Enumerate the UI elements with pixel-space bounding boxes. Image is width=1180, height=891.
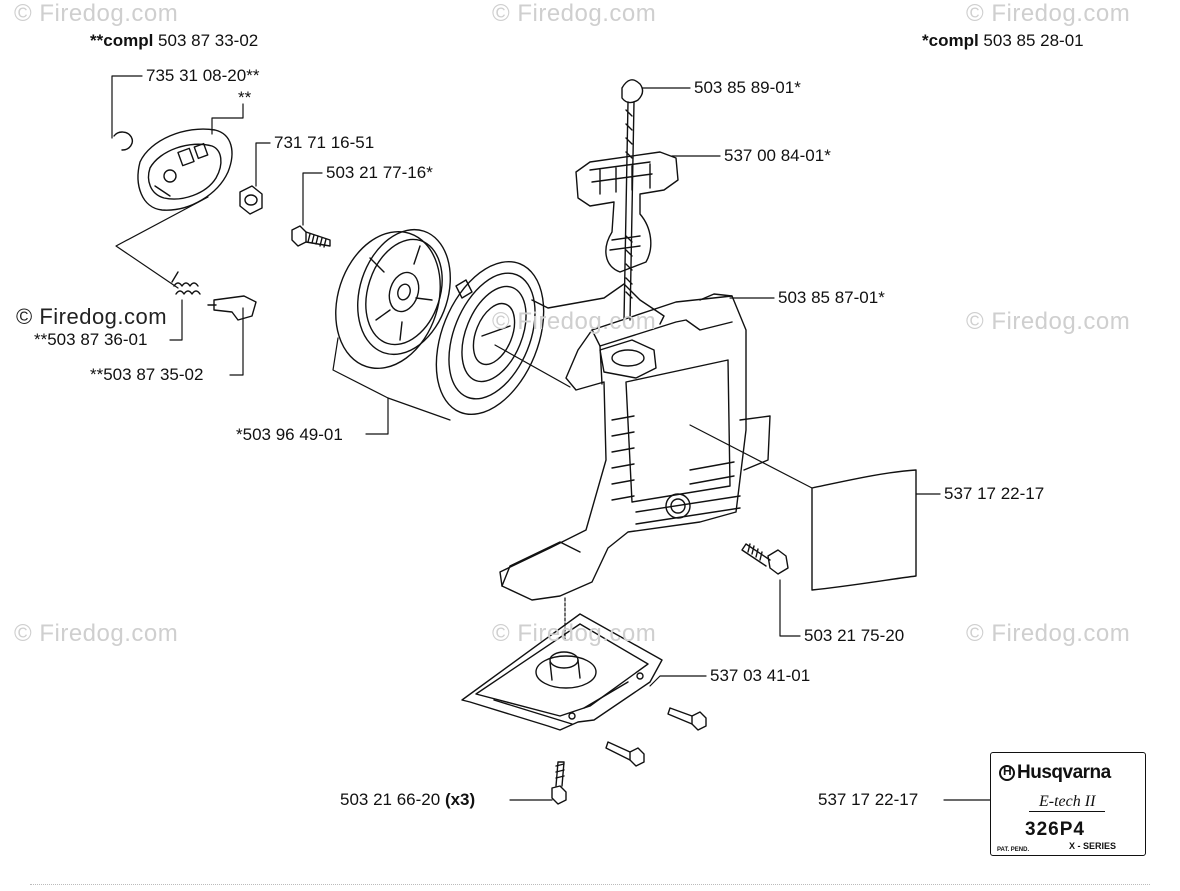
pawl-plate-assembly — [113, 128, 233, 211]
leader-lines — [111, 75, 993, 801]
spring-and-pawl — [171, 271, 257, 321]
screw-icon — [741, 543, 789, 575]
decal-patent: PAT. PEND. — [997, 847, 1030, 853]
leader-5032177 — [302, 172, 323, 226]
starter-housing — [499, 283, 771, 601]
watermark: © Firedog.com — [966, 620, 1131, 647]
nut-icon — [239, 185, 263, 215]
part-label-5370341: 537 03 41-01 — [710, 666, 811, 685]
part-label-5371722-decal: 537 17 22-17 — [818, 790, 919, 809]
rope-guide — [599, 339, 657, 379]
leader-compl-left — [115, 196, 209, 289]
leader-8736 — [169, 299, 183, 341]
quantity: (x3) — [444, 790, 476, 809]
part-label-5039649: *503 96 49-01 — [236, 425, 343, 444]
decal-brand-text: Husqvarna — [1017, 762, 1111, 783]
bottom-plate — [461, 613, 663, 731]
husqvarna-decal: Husqvarna E-tech II 326P4 X - SERIES PAT… — [990, 752, 1146, 856]
part-label-5370084: 537 00 84-01* — [724, 146, 831, 165]
compl-stars: ** — [90, 31, 104, 50]
watermark: © Firedog.com — [492, 620, 657, 647]
leader-spring-to-cover — [494, 344, 571, 388]
pawl-plate — [137, 128, 233, 211]
starter-rope — [623, 101, 635, 321]
decal-brand: Husqvarna — [999, 762, 1111, 784]
leader-stars — [211, 103, 244, 135]
watermark: © Firedog.com — [966, 0, 1131, 27]
watermark: © Firedog.com — [966, 308, 1131, 335]
watermark: © Firedog.com — [16, 304, 168, 329]
pawl-spring-icon — [173, 282, 201, 295]
footer-divider — [30, 884, 1150, 885]
screw-icon — [551, 761, 567, 805]
rope-pulley — [335, 228, 451, 370]
part-label-stars: ** — [238, 88, 252, 107]
part-number: 503 87 33-02 — [158, 31, 259, 50]
starter-handle — [575, 79, 679, 321]
compl-word: compl — [103, 31, 154, 50]
leader-735 — [111, 75, 143, 139]
compl-label-left: **compl 503 87 33-02 — [90, 31, 258, 51]
part-label-73171: 731 71 16-51 — [274, 133, 375, 152]
rope-retainer-icon — [621, 79, 644, 104]
leader-label-plate — [689, 424, 813, 489]
compl-label-right: *compl 503 85 28-01 — [922, 31, 1084, 51]
part-number: 503 21 66-20 — [340, 790, 441, 809]
screw-icon — [605, 741, 645, 767]
part-number: 503 85 28-01 — [983, 31, 1084, 50]
part-label-5038589: 503 85 89-01* — [694, 78, 801, 97]
watermark: © Firedog.com — [492, 0, 657, 27]
watermark: © Firedog.com — [492, 308, 657, 335]
part-label-5032177: 503 21 77-16* — [326, 163, 433, 182]
compl-stars: * — [922, 31, 929, 50]
screw-icon — [667, 707, 707, 731]
decal-model: 326P4 — [1025, 819, 1085, 840]
leader-9649 — [365, 397, 389, 435]
leader-731 — [255, 142, 271, 187]
watermark: © Firedog.com — [14, 0, 179, 27]
leader-0341 — [649, 675, 707, 687]
part-label-5371722-plate: 537 17 22-17 — [944, 484, 1045, 503]
leader-7520 — [779, 579, 801, 637]
part-label-5038736: **503 87 36-01 — [34, 330, 148, 349]
compl-word: compl — [928, 31, 979, 50]
leader-9649-group — [332, 337, 451, 421]
pawl-icon — [213, 295, 257, 321]
part-label-5038735: **503 87 35-02 — [90, 365, 204, 384]
part-label-5032166: 503 21 66-20 (x3) — [340, 790, 475, 810]
handle-grip — [575, 151, 679, 273]
leader-8735 — [229, 307, 244, 376]
label-plate — [811, 469, 917, 591]
screw-icon — [291, 225, 331, 248]
watermark: © Firedog.com — [14, 620, 179, 647]
recoil-spring — [435, 260, 545, 416]
circlip-icon — [113, 131, 133, 151]
part-label-5032175: 503 21 75-20 — [804, 626, 905, 645]
part-label-5038587: 503 85 87-01* — [778, 288, 885, 307]
husqvarna-logo-icon — [999, 764, 1015, 781]
part-label-73531: 735 31 08-20** — [146, 66, 260, 85]
decal-series: E-tech II — [1029, 793, 1106, 812]
decal-sub: X - SERIES — [1069, 841, 1117, 851]
